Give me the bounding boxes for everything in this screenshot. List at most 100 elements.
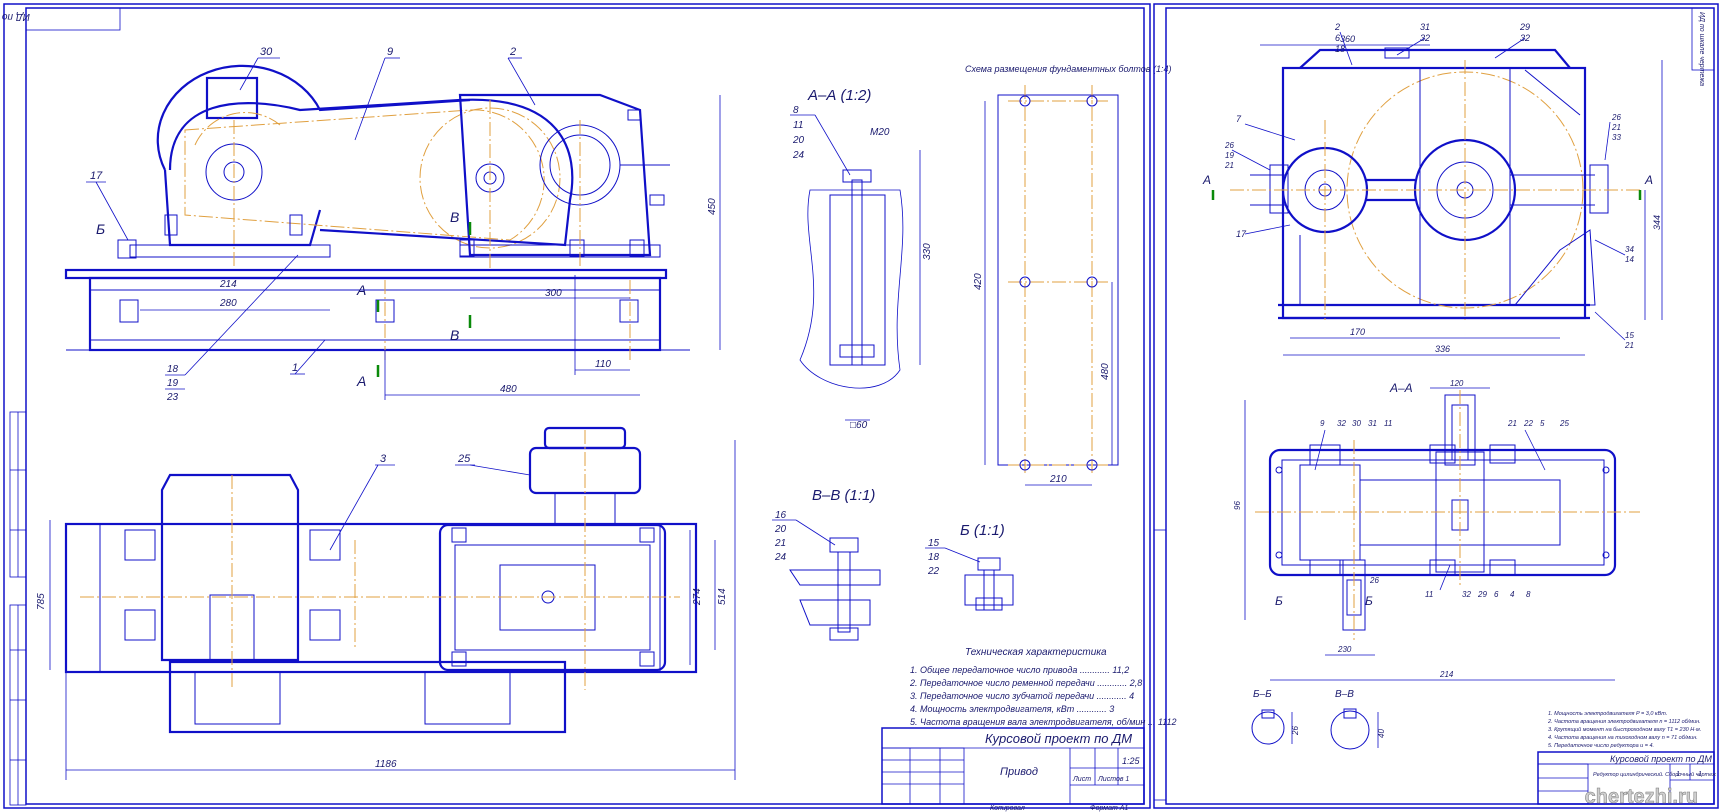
callout-19: 19 [167,378,179,389]
dim-sq60: □60 [850,420,868,431]
s2-callout-31: 31 [1420,22,1430,32]
callout-30: 30 [260,46,273,58]
s2-callout-26: 26 [1224,141,1234,150]
dim-785: 785 [36,593,47,610]
tech-item-3: 3. Передаточное число зубчатой передачи … [910,691,1134,701]
sheet1-title-sheet: Лист [1072,776,1091,783]
sheet2-corner-stamp: ИД по шкале чертежа [1698,12,1705,86]
s2-callout-34: 34 [1625,245,1634,254]
s2-section-bb-title: Б–Б [1253,689,1272,700]
sheet2-dim-230: 230 [1337,645,1352,654]
sheet2-section-marks: А А Б Б [1202,173,1653,608]
s2-callout-4-aa: 8 [1526,590,1531,599]
sheet1-corner-stamp: ИД по шкале чертежа [0,11,30,22]
s2-callout-32: 32 [1420,33,1430,43]
callout-21-vv: 21 [774,538,786,549]
view-b: Б (1:1) [960,522,1014,611]
sheet2-title-block [1537,751,1715,805]
callout-24-vv: 24 [774,552,787,563]
dim-210: 210 [1049,474,1067,485]
sheet1-title-sheets: Листов 1 [1097,776,1129,783]
callout-20-vv: 20 [774,524,787,535]
sheet2-corner-stamp-box [1691,7,1715,71]
sheet1-corner-stamp-box [25,7,121,31]
tech-item-2: 2. Передаточное число ременной передачи … [909,678,1142,688]
s2-callout-29-aa: 6 [1494,590,1499,599]
s2-callout-26-aa: 32 [1462,590,1471,599]
tech-item-1: 1. Общее передаточное число привода ....… [910,665,1129,675]
s2-section-vv-title: В–В [1335,689,1354,700]
sheet2-outer-frame [1153,3,1719,809]
s2-section-letter-b-left: Б [1275,594,1283,608]
s2-callout-17: 17 [1236,229,1247,239]
s2-callout-6: 6 [1335,33,1340,43]
callout-1: 1 [292,362,298,374]
callout-20: 20 [792,135,805,146]
dim-m20: M20 [870,127,890,138]
sheet1-title-block [881,727,1145,805]
sheet2-notes: 1. Мощность электродвигателя P = 3,0 кВт… [1547,711,1701,749]
callout-25: 25 [457,453,471,465]
foundation-scheme: Схема размещения фундаментных болтов (1:… [965,64,1172,486]
top-view-callouts: 3 25 [329,453,531,551]
section-marks-front: А А Б В В [96,209,472,389]
sheet2-inner-frame [1165,7,1715,805]
s2-note-3: 3. Крутящий момент на быстроходном валу … [1548,726,1701,733]
section-aa-view: А–А (1:2) [799,87,921,421]
sheet2-binding-strip [1153,529,1167,801]
callout-9: 9 [387,46,393,58]
s2-title-sheet: 1 [1676,771,1680,778]
sheet2-dim-360: 360 [1340,34,1355,44]
sheet2-dim-214: 214 [1439,670,1454,679]
section-aa-callouts: 8 11 20 24 [790,105,851,176]
callout-24: 24 [792,150,805,161]
drive-front-view [64,64,721,400]
sheet1-binding-strips [9,411,27,806]
s2-callout-21: 21 [1224,161,1234,170]
s2-title-project: Курсовой проект по ДМ [1610,754,1712,764]
sheet1-title-project: Курсовой проект по ДМ [985,731,1132,746]
dim-300: 300 [545,288,562,299]
s2-callout-21c: 21 [1624,341,1634,350]
sheet1-title-name: Привод [1000,766,1038,778]
dim-480-scheme: 480 [1100,363,1111,380]
sheet1-title-scale: 1:25 [1122,756,1141,766]
watermark-logo: chertezhi.ru [1585,786,1698,808]
drive-top-view [49,426,736,780]
section-vv-title: В–В (1:1) [812,487,875,504]
s2-callout-29: 29 [1519,22,1530,32]
sheet2-dim-336: 336 [1435,344,1450,354]
s2-note-5: 5. Передаточное число редуктора u = 4. [1548,743,1654,749]
section-letter-v-top: В [450,209,459,225]
view-b-title: Б (1:1) [960,522,1005,539]
s2-title-name: Редуктор цилиндрический. Сборочный черте… [1593,771,1716,778]
s2-callout-26b: 26 [1611,113,1621,122]
sheet1-format-left: Копировал [990,805,1025,812]
callout-3: 3 [380,453,387,465]
dim-214: 214 [219,279,237,290]
dim-420: 420 [973,273,984,290]
tech-item-5: 5. Частота вращения вала электродвигател… [910,717,1177,727]
sheet2-dim-120: 120 [1450,379,1464,388]
s2-note-4: 4. Частота вращения на тихоходном валу n… [1548,735,1698,741]
callout-18: 18 [167,364,179,375]
dim-1186: 1186 [375,759,397,770]
s2-callout-7: 7 [1236,114,1242,124]
tech-characteristics: Техническая характеристика 1. Общее пере… [909,647,1177,727]
front-view-callouts: 30 9 2 17 1 18 19 23 [86,46,536,403]
s2-section-aa-title: А–А [1389,381,1413,395]
sheet2-dim-40: 40 [1377,729,1386,738]
gearbox-front-view [1230,44,1663,356]
callout-23: 23 [166,392,179,403]
s2-title-sheets: 1 [1698,771,1702,778]
s2-callout-21-aa: 9 [1320,419,1325,428]
callout-15: 15 [928,538,940,549]
callout-2: 2 [509,46,516,58]
sheet1-outer-frame [3,3,1151,809]
s2-callout-32b: 32 [1520,33,1530,43]
section-letter-b: Б [96,221,105,237]
s2-callout-32-aa2: 29 [1477,590,1487,599]
s2-callout-25-aa: 11 [1425,590,1433,599]
s2-callout-30-aa: 31 [1368,419,1377,428]
